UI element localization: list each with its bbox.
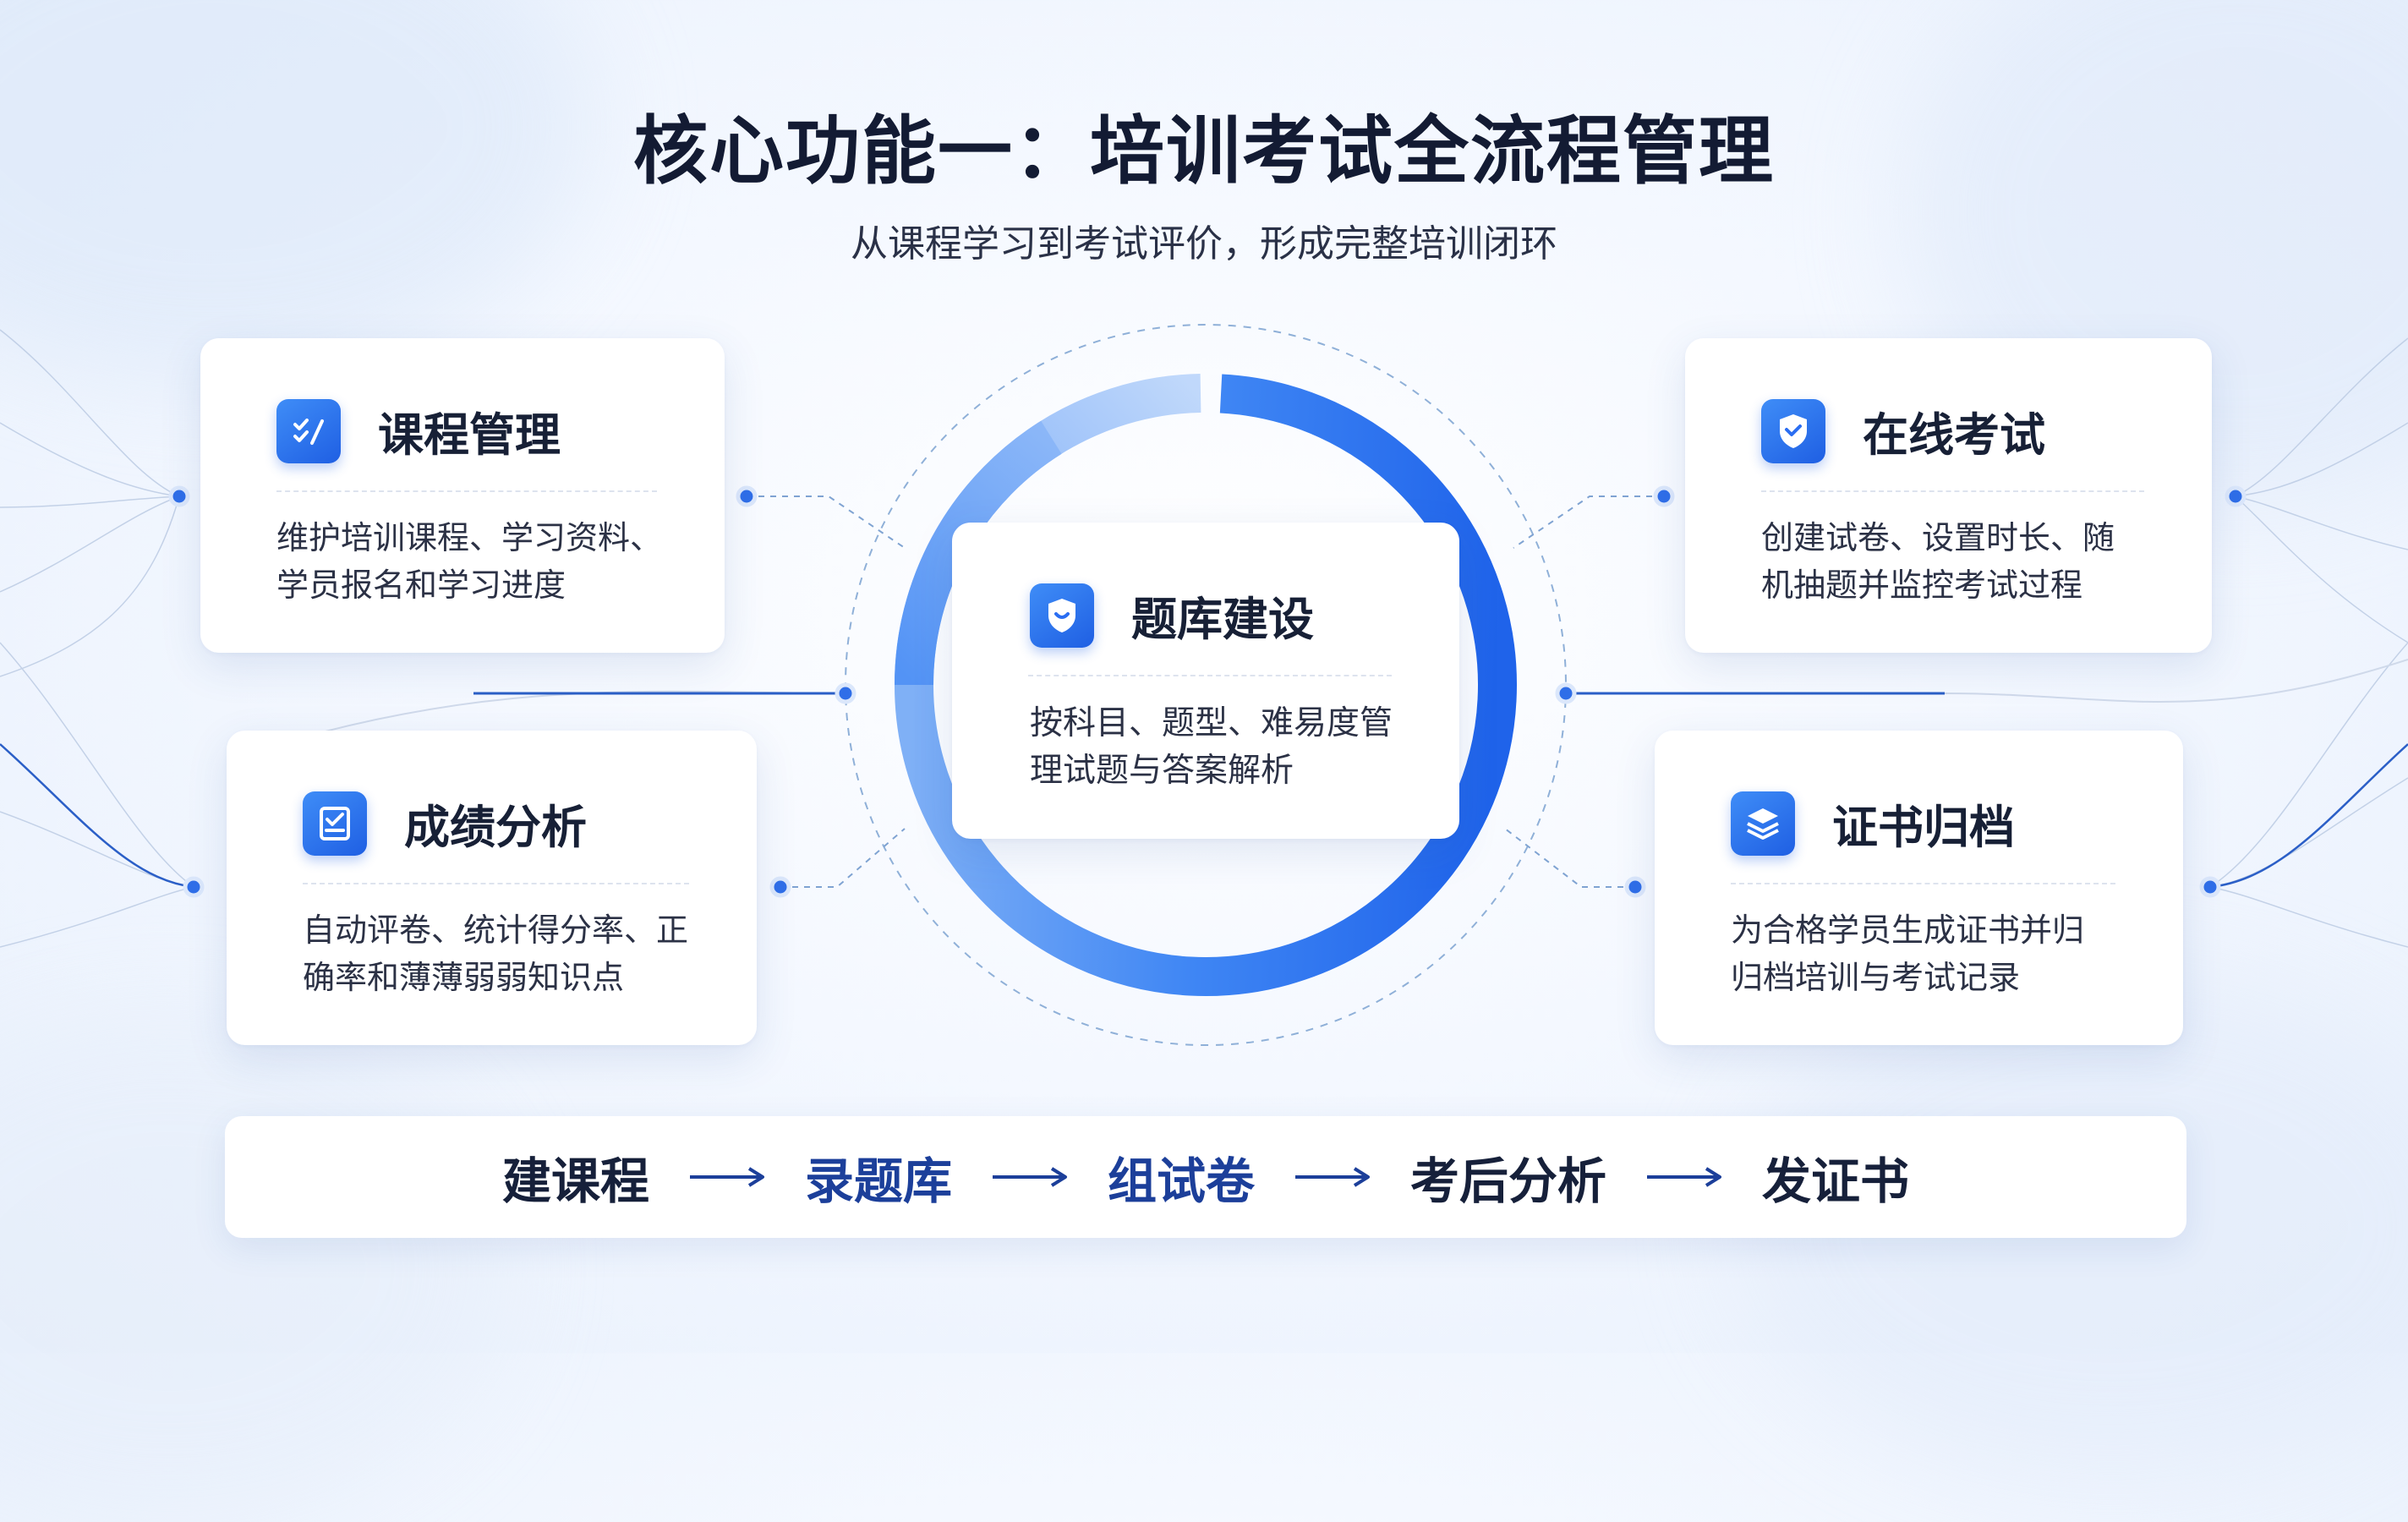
checklist-icon (276, 398, 341, 463)
long-arrow-right-icon (1645, 1165, 1723, 1189)
card-course-management[interactable]: 课程管理 维护培训课程、学习资料、 学员报名和学习进度 (200, 338, 725, 653)
card-description: 为合格学员生成证书并归 归档培训与考试记录 (1731, 912, 2085, 996)
layers-icon (1731, 791, 1795, 856)
card-certificate-archive[interactable]: 证书归档 为合格学员生成证书并归 归档培训与考试记录 (1655, 731, 2183, 1045)
process-flow-bar: 建课程 录题库 组试卷 考后分析 发证书 (225, 1116, 2186, 1238)
flow-step: 考后分析 (1410, 1152, 1607, 1210)
card-description: 自动评卷、统计得分率、正 确率和薄薄弱弱知识点 (303, 912, 689, 996)
card-description: 创建试卷、设置时长、随 机抽题并监控考试过程 (1761, 519, 2115, 604)
divider (1761, 490, 2144, 492)
card-title: 证书归档 (1832, 801, 2015, 854)
divider (276, 490, 657, 492)
long-arrow-right-icon (991, 1165, 1069, 1189)
shield-check-icon (1761, 398, 1825, 463)
card-description: 按科目、题型、难易度管 理试题与答案解析 (1030, 704, 1393, 790)
divider (1028, 675, 1392, 676)
flow-step: 建课程 (501, 1152, 649, 1210)
long-arrow-right-icon (688, 1165, 766, 1189)
card-description: 维护培训课程、学习资料、 学员报名和学习进度 (276, 519, 663, 604)
page-subtitle: 从课程学习到考试评价，形成完整培训闭环 (851, 222, 1557, 266)
long-arrow-right-icon (1294, 1165, 1371, 1189)
flow-step: 录题库 (804, 1152, 952, 1210)
card-title: 成绩分析 (404, 801, 587, 854)
page-title: 核心功能一：培训考试全流程管理 (632, 107, 1775, 194)
card-score-analysis[interactable]: 成绩分析 自动评卷、统计得分率、正 确率和薄薄弱弱知识点 (227, 731, 757, 1045)
decorative-network-lines (0, 324, 2408, 1046)
card-online-exam[interactable]: 在线考试 创建试卷、设置时长、随 机抽题并监控考试过程 (1685, 338, 2212, 653)
divider (303, 883, 689, 884)
card-title: 课程管理 (378, 408, 561, 462)
divider (1731, 883, 2115, 884)
shield-icon (1030, 583, 1094, 648)
flow-step: 发证书 (1762, 1152, 1910, 1210)
flow-step: 组试卷 (1107, 1152, 1255, 1210)
card-title: 在线考试 (1863, 408, 2045, 462)
card-question-bank[interactable]: 题库建设 按科目、题型、难易度管 理试题与答案解析 (952, 523, 1459, 839)
card-title: 题库建设 (1131, 593, 1314, 646)
clipboard-check-icon (303, 791, 367, 856)
